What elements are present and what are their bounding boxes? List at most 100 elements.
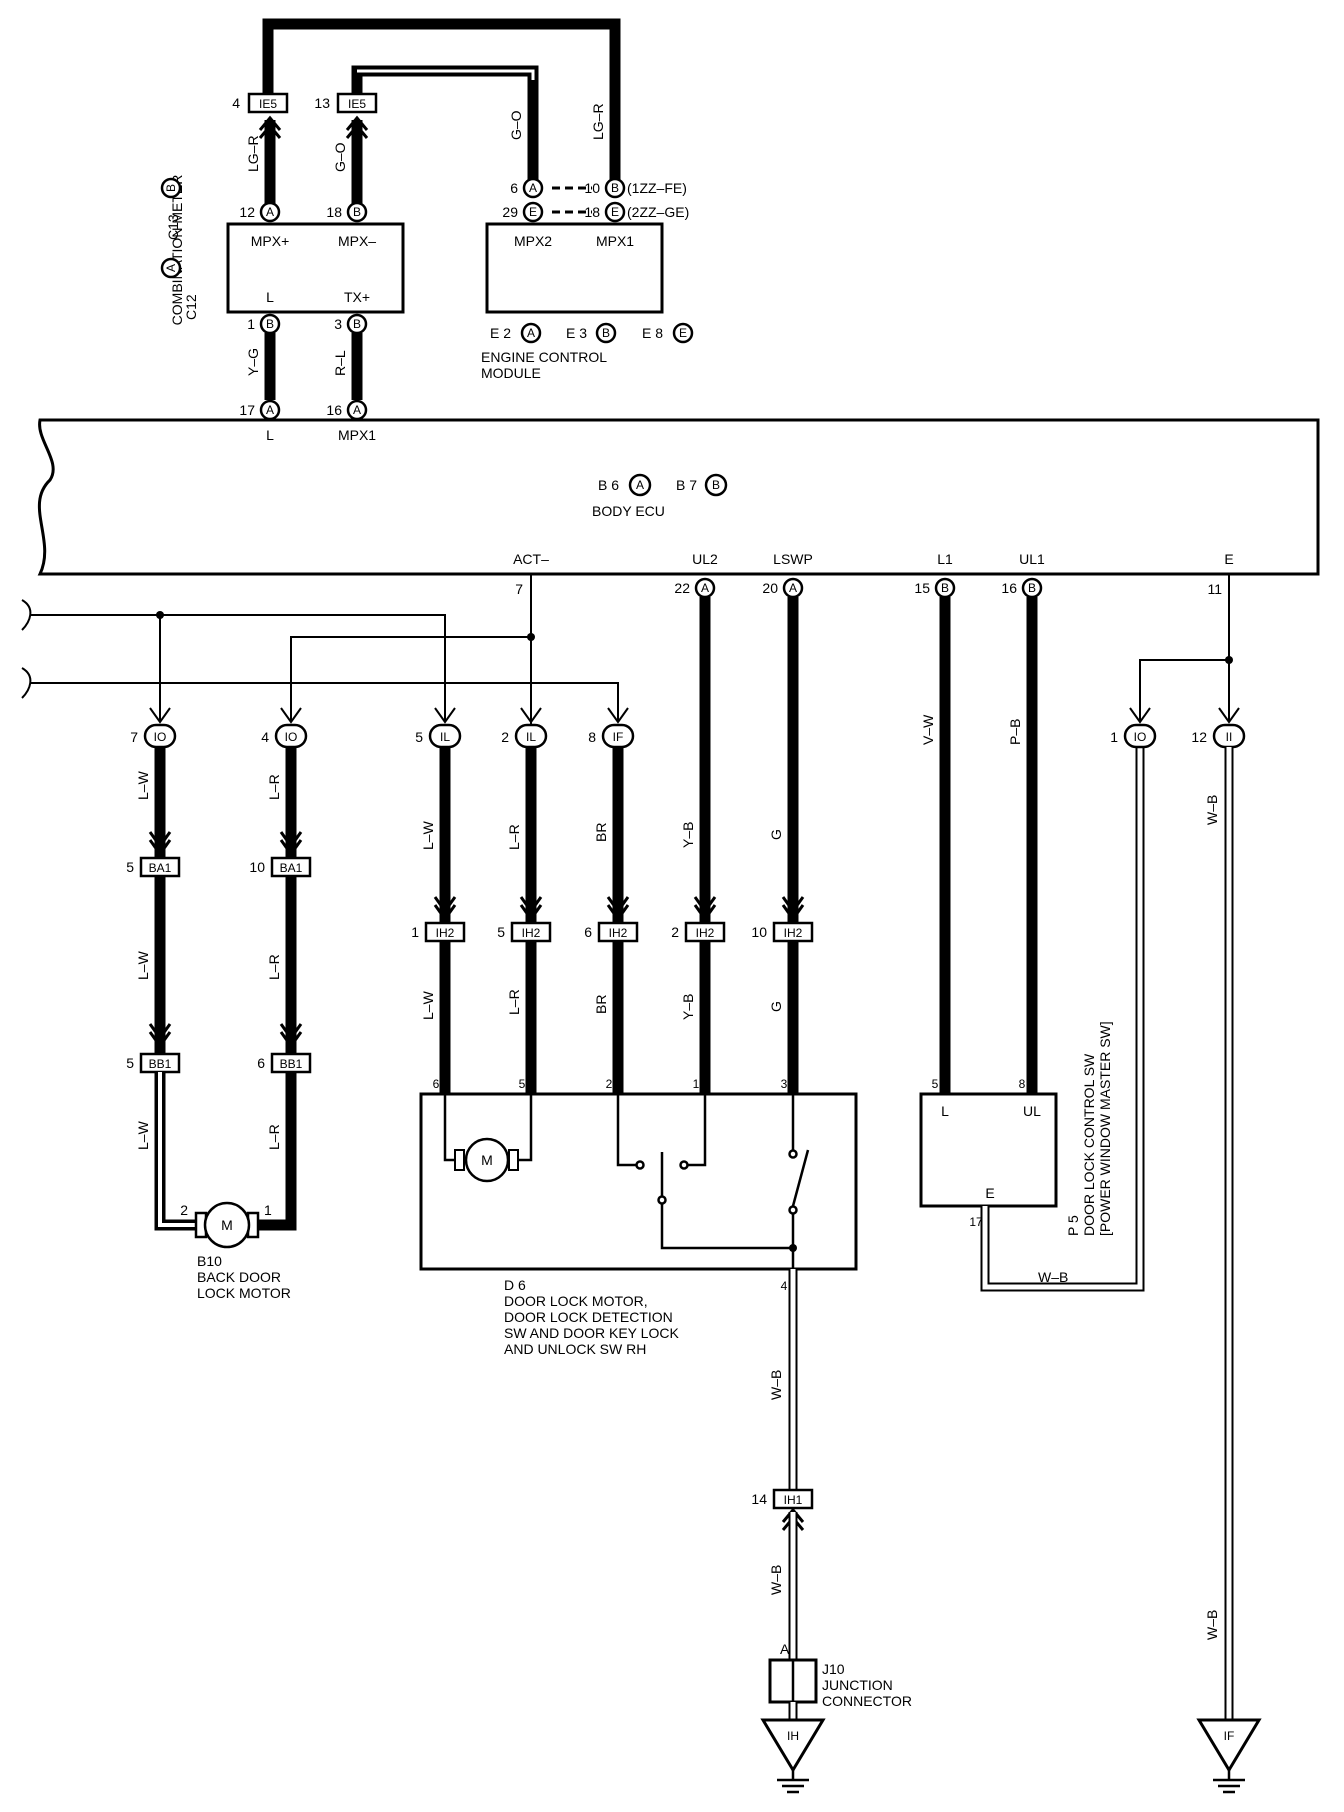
svg-text:5: 5: [126, 859, 134, 875]
svg-text:E: E: [611, 205, 619, 219]
svg-text:MPX–: MPX–: [338, 233, 376, 249]
svg-text:A: A: [164, 264, 178, 272]
connector-ie5-left: IE5 4: [232, 92, 289, 114]
svg-text:18: 18: [326, 204, 342, 220]
svg-text:A: A: [266, 205, 274, 219]
ground-e-wires: IO 1 II 12: [1110, 574, 1246, 749]
svg-text:IF: IF: [1224, 1729, 1235, 1743]
svg-text:LSWP: LSWP: [773, 551, 813, 567]
svg-text:2: 2: [671, 924, 679, 940]
door-lock-motor-rh: 6 5 2 1 3 M 4 D 6 DOOR LOCK MOTOR, DOOR …: [419, 1077, 858, 1357]
svg-text:MPX+: MPX+: [251, 233, 290, 249]
svg-text:5: 5: [126, 1055, 134, 1071]
svg-text:29: 29: [502, 204, 518, 220]
svg-text:11: 11: [1207, 581, 1222, 597]
svg-text:IH1: IH1: [784, 1493, 803, 1507]
svg-text:UL2: UL2: [692, 551, 718, 567]
svg-text:SW AND DOOR KEY LOCK: SW AND DOOR KEY LOCK: [504, 1325, 679, 1341]
mpx-bus-wires: [262, 18, 621, 182]
svg-text:5: 5: [932, 1077, 939, 1091]
svg-text:L: L: [266, 427, 274, 443]
svg-text:B: B: [353, 205, 361, 219]
svg-text:18: 18: [584, 204, 600, 220]
svg-text:IH2: IH2: [696, 926, 715, 940]
svg-text:17: 17: [969, 1215, 983, 1229]
svg-text:IH2: IH2: [436, 926, 455, 940]
svg-text:DOOR LOCK DETECTION: DOOR LOCK DETECTION: [504, 1309, 673, 1325]
svg-text:A: A: [353, 403, 361, 417]
svg-text:TX+: TX+: [344, 289, 370, 305]
svg-text:4: 4: [232, 95, 240, 111]
svg-text:3: 3: [781, 1077, 788, 1091]
svg-text:L–W: L–W: [135, 770, 151, 800]
svg-text:BA1: BA1: [149, 861, 172, 875]
svg-text:6: 6: [433, 1077, 440, 1091]
svg-text:W–B: W–B: [1038, 1269, 1068, 1285]
svg-text:MODULE: MODULE: [481, 365, 541, 381]
meter-upper-wires: LG–R G–O: [245, 115, 369, 208]
svg-text:L–R: L–R: [506, 824, 522, 850]
svg-text:J10: J10: [822, 1661, 845, 1677]
svg-text:5: 5: [519, 1077, 526, 1091]
svg-text:A: A: [527, 326, 535, 340]
svg-text:E: E: [529, 205, 537, 219]
svg-text:BODY ECU: BODY ECU: [592, 503, 665, 519]
svg-text:JUNCTION: JUNCTION: [822, 1677, 893, 1693]
door-lock-control-sw-wires: V–W P–B 5 8: [920, 597, 1038, 1095]
svg-text:ACT–: ACT–: [513, 551, 549, 567]
svg-text:BB1: BB1: [149, 1057, 172, 1071]
svg-text:B10: B10: [197, 1253, 222, 1269]
svg-text:E: E: [1224, 551, 1233, 567]
svg-text:10: 10: [751, 924, 767, 940]
svg-text:7: 7: [130, 729, 138, 745]
svg-text:IO: IO: [154, 730, 167, 744]
svg-text:L–R: L–R: [266, 774, 282, 800]
svg-text:L1: L1: [937, 551, 953, 567]
ii-ground-wire: W–B W–B: [1204, 747, 1234, 1722]
svg-text:7: 7: [515, 581, 523, 597]
svg-text:8: 8: [588, 729, 596, 745]
svg-text:B: B: [602, 326, 610, 340]
svg-text:A: A: [780, 1641, 790, 1657]
svg-text:16: 16: [326, 402, 342, 418]
svg-text:2: 2: [180, 1202, 188, 1218]
svg-text:A: A: [636, 478, 644, 492]
svg-text:1: 1: [693, 1077, 700, 1091]
svg-text:W–B: W–B: [1204, 1610, 1220, 1640]
svg-text:A: A: [789, 581, 797, 595]
svg-text:W–B: W–B: [1204, 795, 1220, 825]
svg-text:DOOR LOCK CONTROL SW: DOOR LOCK CONTROL SW: [1081, 1053, 1097, 1236]
svg-text:6: 6: [257, 1055, 265, 1071]
svg-text:P–B: P–B: [1007, 719, 1023, 745]
svg-text:3: 3: [334, 316, 342, 332]
svg-text:1: 1: [411, 924, 419, 940]
svg-text:W–B: W–B: [768, 1565, 784, 1595]
svg-text:L–W: L–W: [420, 820, 436, 850]
act-bus-wires: [21, 574, 619, 735]
svg-text:1: 1: [264, 1202, 272, 1218]
meter-lower-wires: Y–G R–L: [245, 333, 363, 400]
svg-text:DOOR LOCK MOTOR,: DOOR LOCK MOTOR,: [504, 1293, 648, 1309]
svg-text:L–W: L–W: [135, 1120, 151, 1150]
svg-text:1: 1: [1110, 729, 1118, 745]
svg-text:L–W: L–W: [135, 950, 151, 980]
svg-text:4: 4: [781, 1279, 788, 1293]
svg-text:E 8: E 8: [642, 325, 663, 341]
svg-text:CONNECTOR: CONNECTOR: [822, 1693, 912, 1709]
svg-text:IE5: IE5: [348, 97, 366, 111]
svg-text:10: 10: [249, 859, 265, 875]
svg-text:IE5: IE5: [259, 97, 277, 111]
engine-control-module: A 6 E 29 B 10 (1ZZ–FE) E 18 (2ZZ–GE) MPX…: [481, 177, 694, 381]
svg-text:COMBINATION METER: COMBINATION METER: [169, 175, 185, 326]
ground-if: IF: [1196, 1718, 1262, 1794]
svg-text:E: E: [985, 1185, 994, 1201]
svg-text:IH2: IH2: [784, 926, 803, 940]
svg-text:B: B: [164, 184, 178, 192]
junction-connector-j10: A J10 JUNCTION CONNECTOR: [768, 1641, 912, 1722]
svg-text:M: M: [481, 1152, 493, 1168]
svg-text:UL: UL: [1023, 1103, 1041, 1119]
svg-text:L: L: [941, 1103, 949, 1119]
svg-text:IO: IO: [1134, 730, 1147, 744]
svg-text:B: B: [611, 181, 619, 195]
